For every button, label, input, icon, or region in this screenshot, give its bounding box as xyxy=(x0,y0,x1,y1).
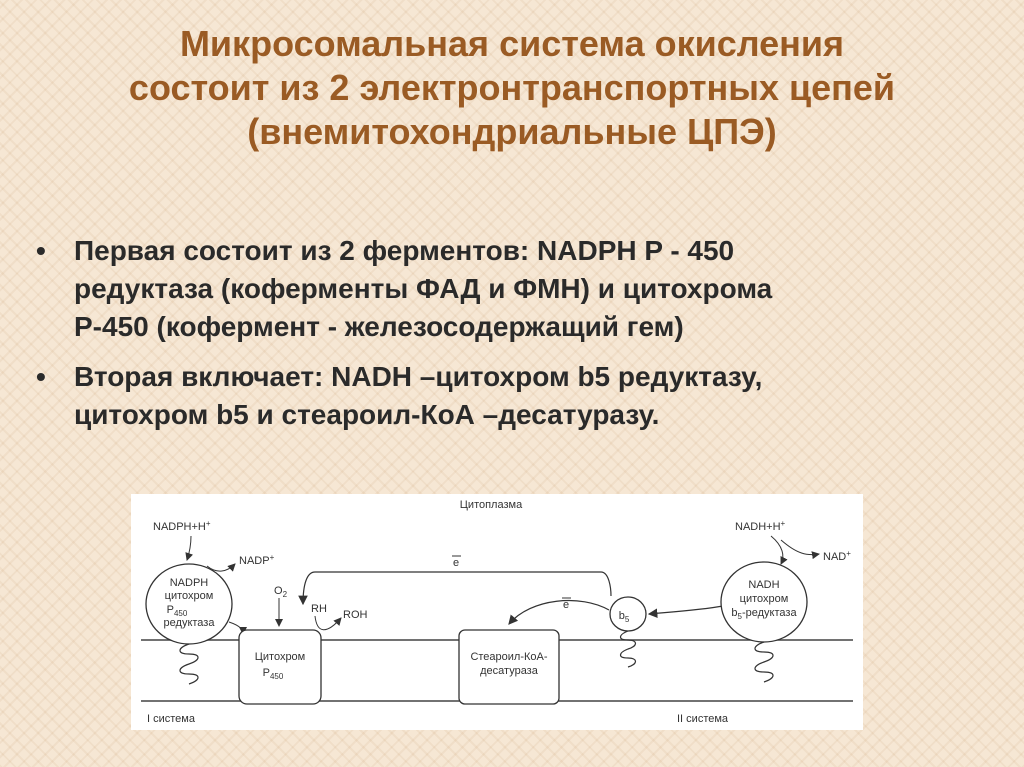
bullet-2-line-1: Вторая включает: NADH –цитохром b5 редук… xyxy=(74,361,763,392)
desaturase-box xyxy=(458,629,560,705)
desaturase-label-1: Стеароил-КоА- xyxy=(470,651,547,663)
nadh-reductase-to-b5-arrow xyxy=(647,605,724,619)
desaturase-label-2: десатураза xyxy=(480,665,539,677)
nadph-h-label: NADPH+H+ xyxy=(153,519,211,533)
nadh-reductase-label-3: b5-редуктаза xyxy=(731,607,797,621)
nadh-arrow xyxy=(770,535,788,565)
diagram-svg: Цитоплазма NADPH+H+ NADP+ NADPH цитохром… xyxy=(141,499,853,725)
nadph-reductase-label-1: NADPH xyxy=(170,577,209,589)
nadh-h-label: NADH+H+ xyxy=(735,519,786,533)
electron-path-top xyxy=(298,571,612,606)
system-1-label: I система xyxy=(147,713,196,725)
bullet-item-second-chain: • Вторая включает: NADH –цитохром b5 ред… xyxy=(30,358,990,434)
roh-label: ROH xyxy=(343,609,368,621)
cytochrome-b5-label: b5 xyxy=(619,610,630,624)
cytochrome-p450-box xyxy=(238,629,322,705)
cytochrome-b5-circle xyxy=(609,596,647,632)
nadp-arrow xyxy=(206,563,236,572)
bullet-item-first-chain: • Первая состоит из 2 ферментов: NADPH P… xyxy=(30,232,990,346)
anchor-helix-2 xyxy=(754,641,774,683)
bullet-dot-icon: • xyxy=(36,361,46,392)
cytochrome-p450-label-1: Цитохром xyxy=(255,651,306,663)
rh-roh-arrow xyxy=(314,615,342,631)
microsomal-chain-diagram: Цитоплазма NADPH+H+ NADP+ NADPH цитохром… xyxy=(131,494,863,730)
anchor-helix-b5 xyxy=(619,630,637,668)
electron-label-b5: e xyxy=(563,599,569,611)
title-line-2: состоит из 2 электронтранспортных цепей xyxy=(128,67,896,108)
nadh-reductase-label-1: NADH xyxy=(748,579,779,591)
slide-title: Микросомальная система окисления состоит… xyxy=(40,22,984,154)
nadph-reductase-circle xyxy=(145,563,233,645)
nad-arrow xyxy=(780,539,820,560)
nadph-arrow xyxy=(185,535,194,561)
title-line-1: Микросомальная система окисления xyxy=(179,23,845,64)
nadph-reductase-label-3: P450 xyxy=(167,604,188,618)
bullet-2-line-2: цитохром b5 и стеароил-КоА –десатуразу. xyxy=(74,399,660,430)
title-line-3: (внемитохондриальные ЦПЭ) xyxy=(247,111,777,152)
nadh-reductase-label-2: цитохром xyxy=(740,593,789,605)
bullet-list: • Первая состоит из 2 ферментов: NADPH P… xyxy=(30,232,990,446)
nad-label: NAD+ xyxy=(823,549,851,563)
nadph-reductase-label-4: редуктаза xyxy=(164,617,216,629)
electron-label-top: e xyxy=(453,557,459,569)
bullet-1-line-1: Первая состоит из 2 ферментов: NADPH P -… xyxy=(74,235,735,266)
rh-label: RH xyxy=(311,603,327,615)
cytochrome-p450-label-2: P450 xyxy=(263,667,284,681)
nadph-reductase-label-2: цитохром xyxy=(165,590,214,602)
nadp-label: NADP+ xyxy=(239,553,275,567)
bullet-1-line-3: Р-450 (кофермент - железосодержащий гем) xyxy=(74,311,684,342)
o2-label: O2 xyxy=(274,585,288,599)
bullet-1-line-2: редуктаза (коферменты ФАД и ФМН) и цитох… xyxy=(74,273,773,304)
cytoplasm-label: Цитоплазма xyxy=(460,499,523,511)
anchor-helix-1 xyxy=(179,643,199,685)
system-2-label: II система xyxy=(677,713,729,725)
bullet-dot-icon: • xyxy=(36,235,46,266)
electron-path-b5-desaturase xyxy=(508,599,610,625)
